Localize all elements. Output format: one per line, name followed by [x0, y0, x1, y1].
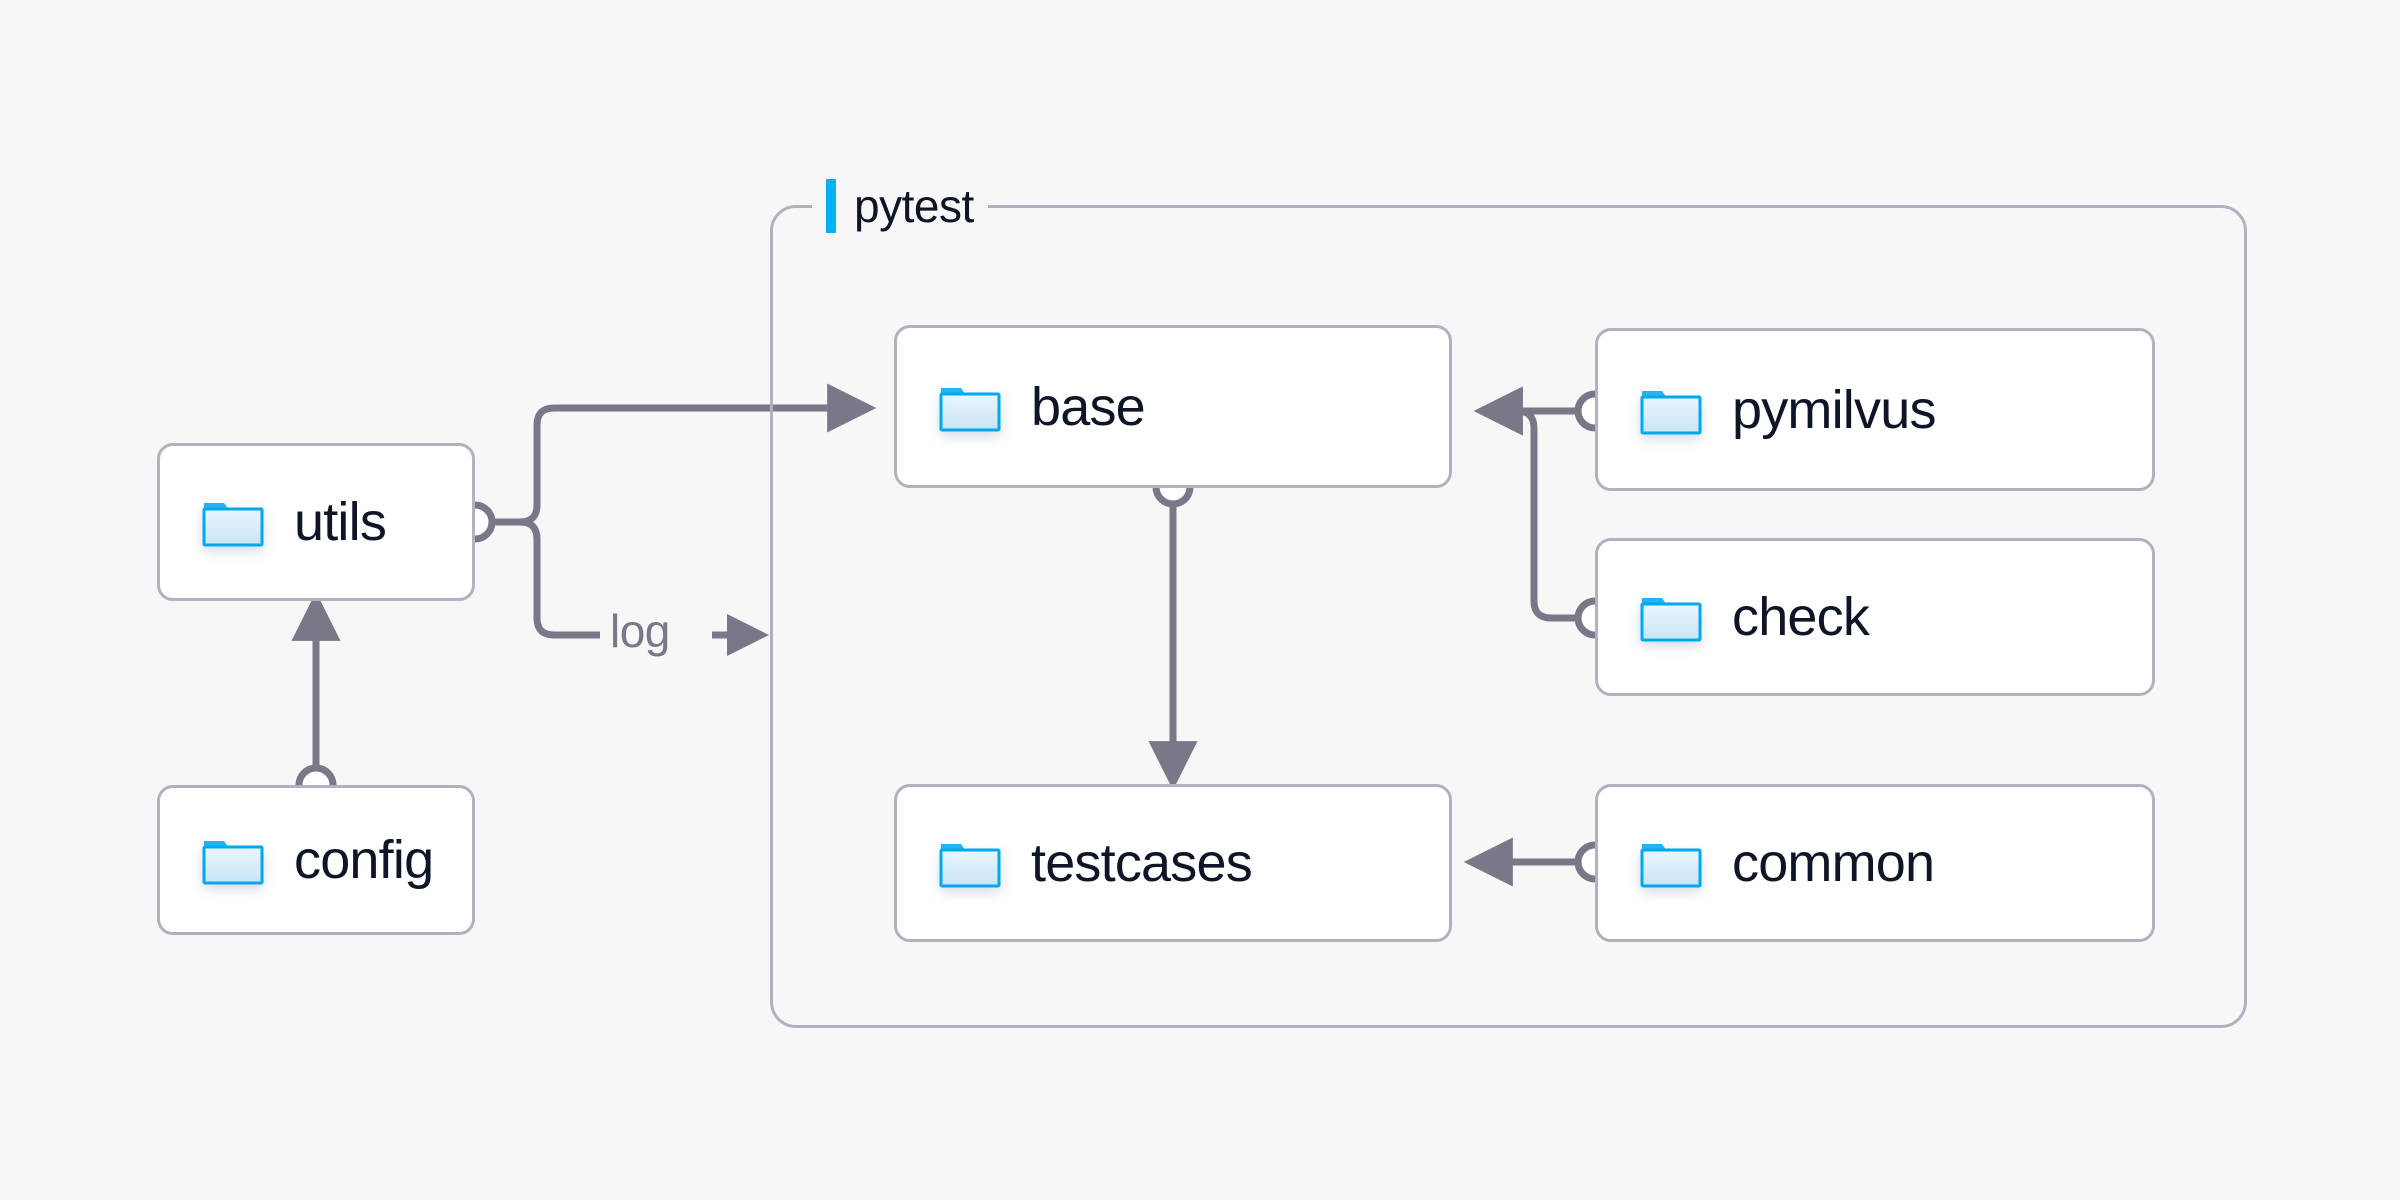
node-label: testcases [1031, 833, 1253, 893]
folder-icon [1640, 385, 1702, 435]
node-testcases[interactable]: testcases [894, 784, 1452, 942]
edge-label-log: log [604, 608, 676, 654]
folder-icon [1640, 592, 1702, 642]
node-base[interactable]: base [894, 325, 1452, 488]
edge-label-log-text: log [610, 605, 670, 657]
group-accent-bar [826, 179, 836, 233]
folder-icon [939, 838, 1001, 888]
group-label-text: pytest [854, 180, 974, 232]
node-config[interactable]: config [157, 785, 475, 935]
group-container-pytest[interactable] [770, 205, 2247, 1028]
node-label: pymilvus [1732, 379, 1936, 440]
node-label: utils [294, 492, 387, 552]
node-pymilvus[interactable]: pymilvus [1595, 328, 2155, 491]
node-utils[interactable]: utils [157, 443, 475, 601]
group-label-pytest: pytest [812, 179, 988, 233]
node-label: common [1732, 833, 1935, 893]
node-label: base [1031, 376, 1146, 437]
folder-icon [202, 497, 264, 547]
edge-config-utils [291, 591, 341, 806]
node-common[interactable]: common [1595, 784, 2155, 942]
node-label: config [294, 830, 434, 890]
folder-icon [1640, 838, 1702, 888]
folder-icon [939, 382, 1001, 432]
node-check[interactable]: check [1595, 538, 2155, 696]
node-label: check [1732, 587, 1870, 647]
folder-icon [202, 835, 264, 885]
